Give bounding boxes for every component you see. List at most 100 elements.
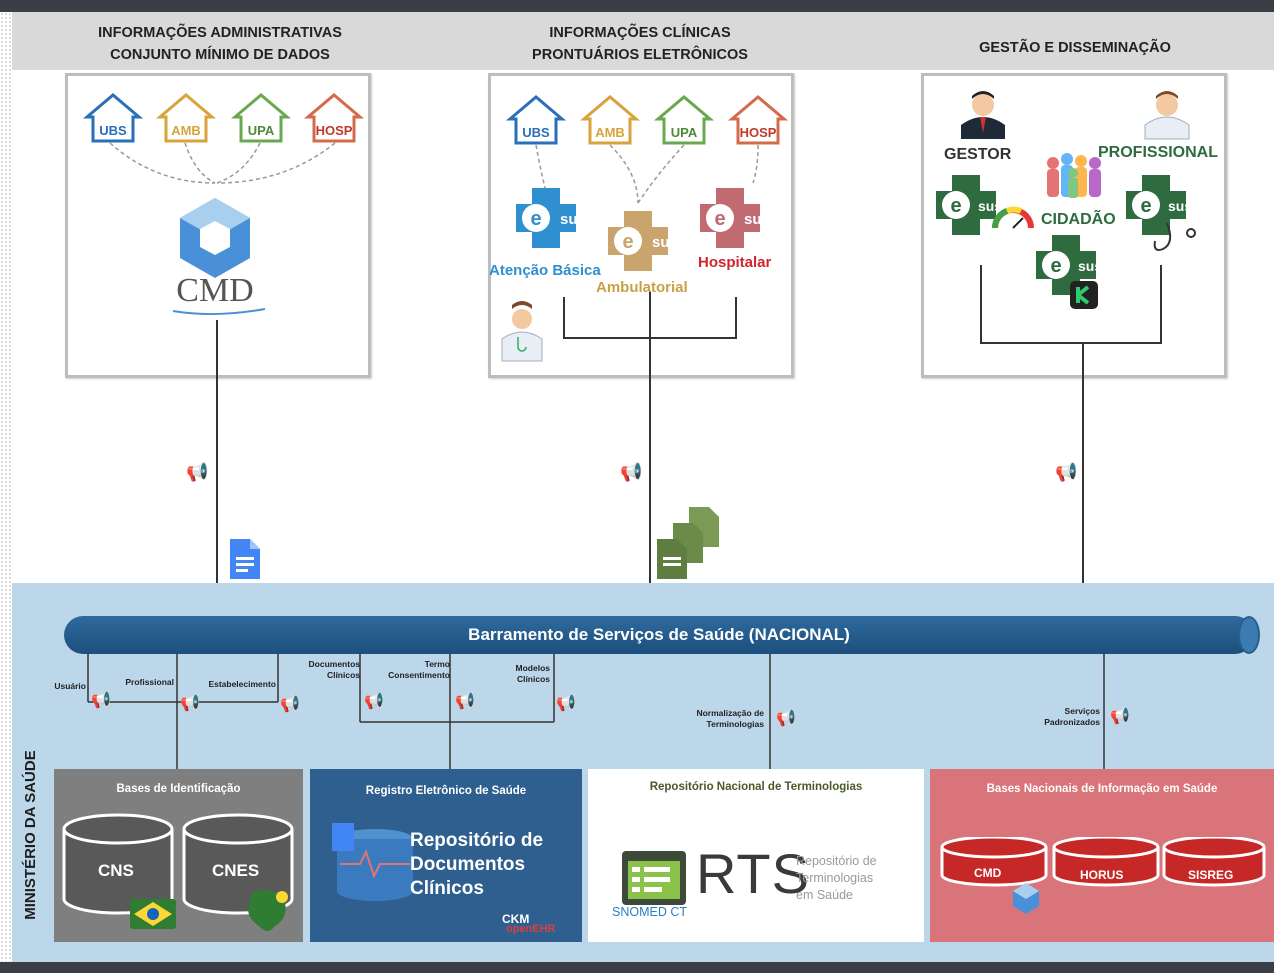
bus-label: Barramento de Serviços de Saúde (NACIONA…	[468, 625, 850, 644]
label-modelos-clinicos: Modelos Clínicos	[515, 663, 550, 684]
bottom-border	[0, 962, 1274, 973]
cmd-cube-small-icon	[1013, 883, 1039, 914]
column-title-line: PRONTUÁRIOS ELETRÔNICOS	[532, 47, 748, 63]
cidadao-crowd-icon	[1047, 153, 1101, 198]
box-registro-eletronico: Registro Eletrônico de Saúde Repositório…	[310, 769, 582, 942]
svg-text:sus: sus	[560, 211, 586, 228]
svg-text:UPA: UPA	[671, 125, 698, 140]
connector-clinical	[649, 338, 651, 620]
box-title: Bases de Identificação	[116, 783, 241, 795]
label-estabelecimento: Estabelecimento	[208, 679, 276, 689]
document-icon	[230, 539, 260, 579]
db-cmd-label: CMD	[974, 866, 1002, 880]
snomed-logo: SNOMED CT	[612, 905, 687, 919]
horn-icon: 📢	[620, 462, 643, 482]
db-horus-label: HORUS	[1080, 868, 1124, 882]
label-gestor: GESTOR	[944, 146, 1012, 163]
svg-text:UPA: UPA	[248, 123, 275, 138]
clinical-diagram: UBS AMB UPA HOSP e sus e sus e sus	[501, 95, 789, 362]
box-bases-identificacao: Bases de Identificação CNS CNES	[54, 769, 303, 942]
box-terminologias: Repositório Nacional de Terminologias RT…	[588, 769, 924, 942]
rts-app-icon	[622, 851, 686, 905]
bus-connectors	[87, 654, 1105, 770]
cmd-label: CMD	[176, 272, 253, 309]
svg-text:e: e	[530, 208, 541, 230]
rts-desc-line: em Saúde	[796, 888, 853, 902]
box-title: Repositório Nacional de Terminologias	[649, 781, 863, 793]
label-profissional: PROFISSIONAL	[1098, 144, 1219, 161]
esus-atencao-basica-icon: e sus	[516, 188, 586, 248]
repositorio-line: Clínicos	[410, 878, 484, 899]
label-hospitalar: Hospitalar	[698, 254, 772, 271]
svg-text:e: e	[950, 195, 961, 217]
esus-cidadao-icon: e sus	[1036, 235, 1102, 295]
horn-icon: 📢	[91, 692, 111, 709]
svg-text:HOSP: HOSP	[316, 123, 353, 138]
column-title-line: CONJUNTO MÍNIMO DE DADOS	[110, 47, 330, 63]
db-cnes-label: CNES	[212, 861, 260, 880]
bus-cap	[1238, 616, 1260, 654]
svg-text:sus: sus	[652, 234, 678, 251]
label-profissional-service: Profissional	[125, 677, 174, 687]
horn-icon: 📢	[180, 695, 200, 712]
label-cidadao: CIDADÃO	[1041, 211, 1116, 228]
left-pattern	[0, 12, 12, 962]
gauge-icon	[991, 206, 1034, 229]
label-termo-consentimento: Termo Consentimento	[388, 659, 450, 680]
column-title-clinical: INFORMAÇÕES CLÍNICAS PRONTUÁRIOS ELETRÔN…	[490, 22, 790, 66]
openehr-logo: openEHR	[506, 923, 556, 935]
esus-gestor-icon: e sus	[936, 175, 1002, 235]
identificacao-cylinders	[62, 813, 294, 931]
connector-admin	[216, 320, 218, 620]
label-usuario: Usuário	[54, 681, 86, 691]
svg-text:sus: sus	[978, 198, 1002, 214]
house-upa-icon: UPA	[230, 93, 292, 143]
nacionais-cylinders	[940, 837, 1266, 914]
cmd-cube-icon	[180, 198, 250, 278]
stethoscope-icon	[1153, 222, 1172, 251]
house-hosp-icon: HOSP	[727, 95, 789, 145]
repository-icon	[332, 823, 413, 901]
house-amb-icon: AMB	[579, 95, 641, 145]
horn-icon: 📢	[364, 693, 384, 710]
profissional-doctor-icon	[1144, 91, 1190, 140]
column-title-admin: INFORMAÇÕES ADMINISTRATIVAS CONJUNTO MÍN…	[60, 22, 380, 66]
documents-stack-icon	[657, 507, 719, 579]
db-sisreg-label: SISREG	[1188, 868, 1234, 882]
repositorio-line: Repositório de	[410, 830, 544, 851]
svg-text:sus: sus	[744, 211, 770, 228]
label-atencao-basica: Atenção Básica	[489, 262, 601, 279]
rts-logo: RTS	[696, 842, 810, 905]
rts-description: Repositório de Terminologias em Saúde	[796, 853, 877, 904]
rts-desc-line: Repositório de	[796, 854, 877, 868]
column-title-gestao: GESTÃO E DISSEMINAÇÃO	[930, 37, 1220, 59]
connector-gestao	[1082, 343, 1084, 620]
horn-icon: 📢	[280, 696, 300, 713]
horn-icon: 📢	[556, 695, 576, 712]
column-title-line: INFORMAÇÕES ADMINISTRATIVAS	[98, 25, 342, 41]
box-title: Bases Nacionais de Informação em Saúde	[986, 783, 1218, 795]
svg-text:e: e	[1050, 255, 1061, 277]
esus-hospitalar-icon: e sus	[700, 188, 770, 248]
svg-text:UBS: UBS	[522, 125, 550, 140]
svg-text:e: e	[622, 231, 633, 253]
esus-profissional-icon: e sus	[1126, 175, 1192, 235]
gestor-person-icon	[961, 91, 1005, 139]
house-ubs-icon: UBS	[82, 93, 144, 143]
ckm-logo: CKM	[502, 912, 530, 926]
horn-icon: 📢	[776, 710, 796, 727]
horn-icon: 📢	[455, 693, 475, 710]
svg-text:AMB: AMB	[595, 125, 625, 140]
top-border	[0, 0, 1274, 12]
gestao-diagram: e sus e sus e sus	[936, 91, 1196, 344]
label-ambulatorial: Ambulatorial	[596, 279, 688, 296]
brazil-map-pin-icon	[248, 890, 288, 931]
house-upa-icon: UPA	[653, 95, 715, 145]
svg-text:e: e	[1140, 195, 1151, 217]
service-bus: Barramento de Serviços de Saúde (NACIONA…	[64, 616, 1254, 654]
horn-icon: 📢	[186, 462, 209, 482]
svg-text:HOSP: HOSP	[740, 125, 777, 140]
box-title: Registro Eletrônico de Saúde	[365, 785, 527, 797]
horn-icon: 📢	[1055, 462, 1078, 482]
svg-text:e: e	[714, 208, 725, 230]
